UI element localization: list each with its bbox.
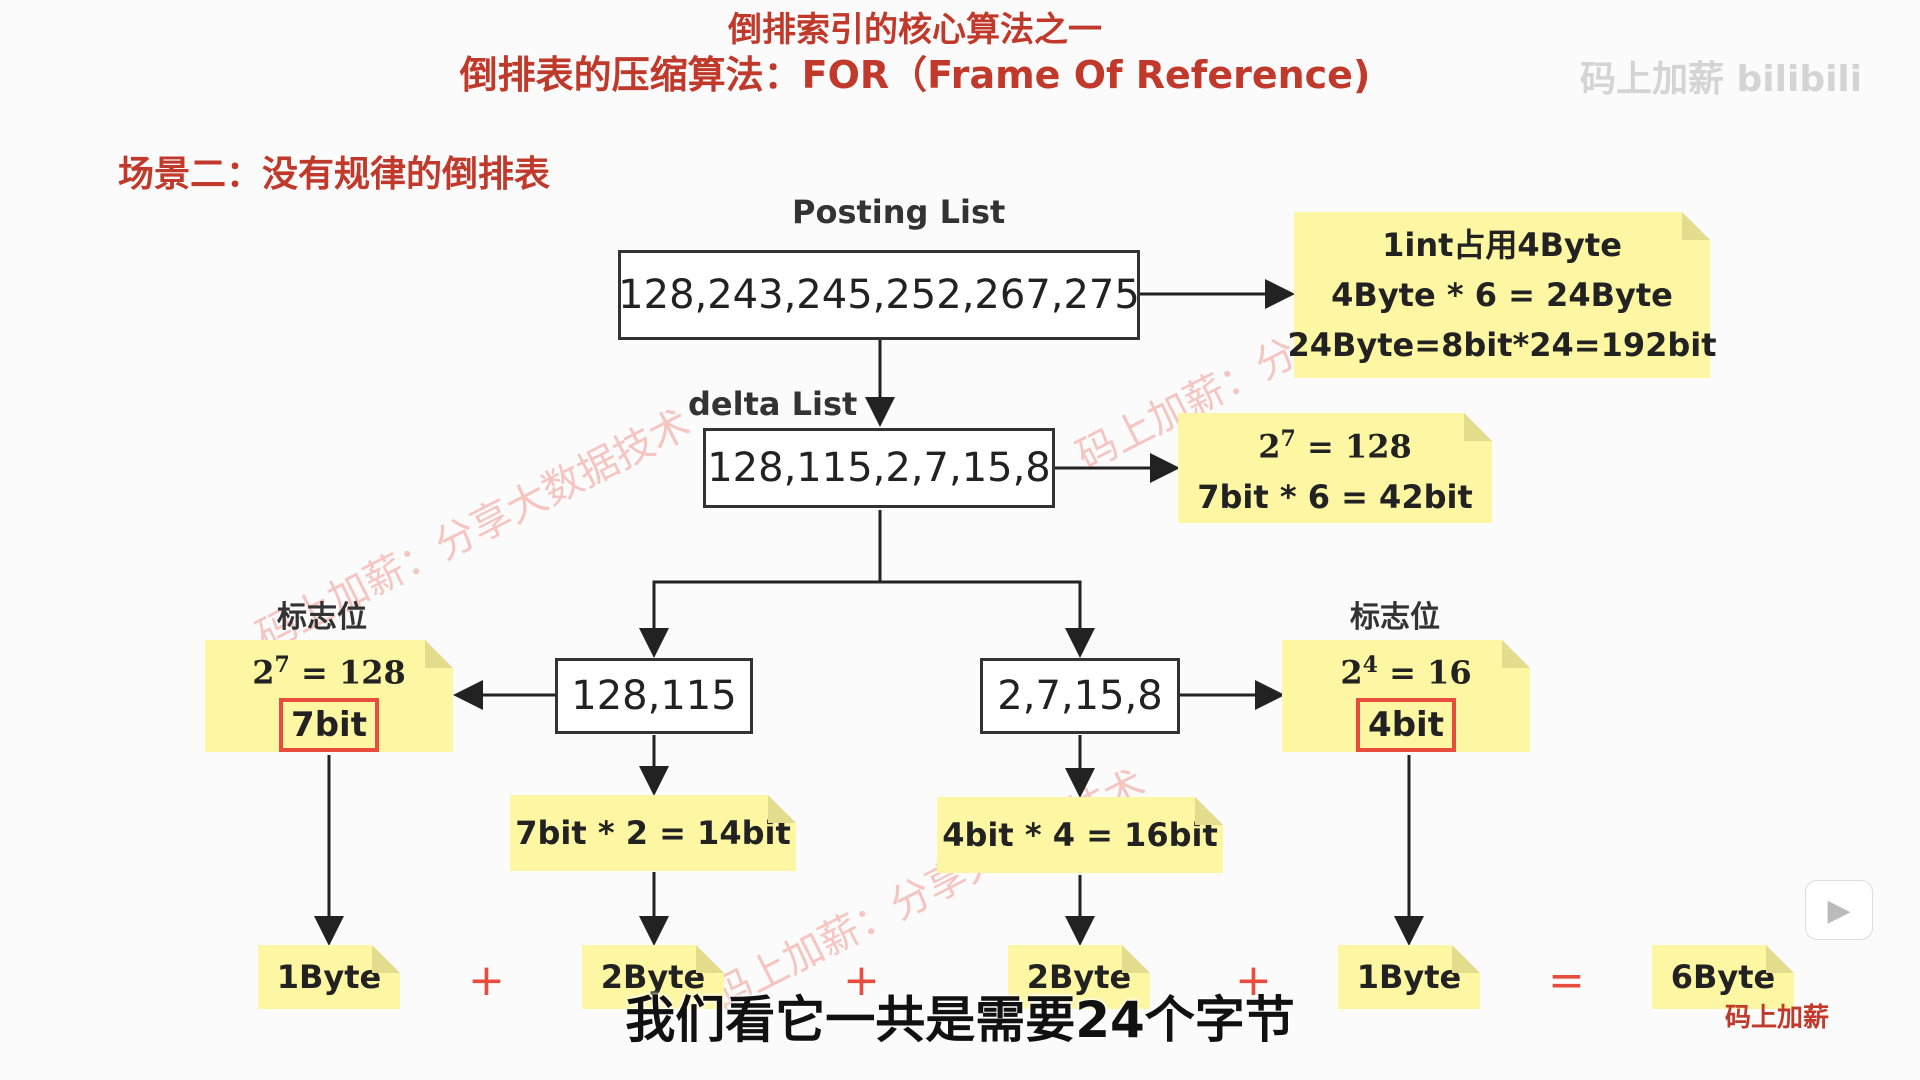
plus-2: + xyxy=(843,955,880,1006)
delta-note-math: 27 = 128 xyxy=(1258,426,1412,466)
left-flag-math: 27 = 128 xyxy=(252,652,406,692)
byte-box-4-text: 1Byte xyxy=(1356,958,1462,996)
byte-box-1: 1Byte xyxy=(258,945,400,1009)
total-box: 6Byte xyxy=(1652,945,1794,1009)
left-flag-label: 标志位 xyxy=(277,600,367,635)
byte-box-2: 2Byte xyxy=(582,945,724,1009)
left-flag-bit: 7bit xyxy=(279,697,379,752)
right-branch-box: 2,7,15,8 xyxy=(980,658,1180,734)
byte-box-2-text: 2Byte xyxy=(600,958,706,996)
byte-box-3-text: 2Byte xyxy=(1026,958,1132,996)
corner-watermark: 码上加薪 xyxy=(1725,1003,1830,1033)
left-branch-box: 128,115 xyxy=(555,658,753,734)
equals-sign: = xyxy=(1548,955,1585,1006)
left-calc-note: 7bit * 2 = 14bit xyxy=(510,795,796,871)
right-calc-note: 4bit * 4 = 16bit xyxy=(937,797,1223,873)
scene-heading: 场景二：没有规律的倒排表 xyxy=(118,154,551,195)
byte-box-4: 1Byte xyxy=(1338,945,1480,1009)
plus-3: + xyxy=(1235,955,1272,1006)
byte-box-3: 2Byte xyxy=(1008,945,1150,1009)
delta-note: 27 = 128 7bit * 6 = 42bit xyxy=(1178,413,1492,523)
right-flag-note: 24 = 16 4bit xyxy=(1282,640,1530,752)
info-note-line1: 1int占用4Byte xyxy=(1382,226,1622,264)
arrow-delta-to-left xyxy=(639,510,882,658)
right-flag-math: 24 = 16 xyxy=(1340,652,1472,692)
video-subtitle: 我们看它一共是需要24个字节 xyxy=(625,991,1295,1049)
title-line2: 倒排表的压缩算法：FOR（Frame Of Reference) xyxy=(459,53,1371,97)
play-icon: ▶ xyxy=(1827,892,1851,928)
title-line1: 倒排索引的核心算法之一 xyxy=(728,10,1102,50)
posting-list-label: Posting List xyxy=(792,193,1006,231)
left-flag-note: 27 = 128 7bit xyxy=(205,640,453,752)
delta-list-box: 128,115,2,7,15,8 xyxy=(703,428,1055,508)
delta-note-line2: 7bit * 6 = 42bit xyxy=(1197,477,1473,516)
right-flag-label: 标志位 xyxy=(1350,600,1440,635)
total-box-text: 6Byte xyxy=(1670,958,1776,996)
byte-box-1-text: 1Byte xyxy=(276,958,382,996)
info-note-line3: 24Byte=8bit*24=192bit xyxy=(1287,326,1717,364)
info-note: 1int占用4Byte 4Byte * 6 = 24Byte 24Byte=8b… xyxy=(1287,212,1717,378)
plus-1: + xyxy=(468,955,505,1006)
arrow-delta-to-right xyxy=(880,580,1095,658)
right-flag-bit: 4bit xyxy=(1356,697,1456,752)
play-button[interactable]: ▶ xyxy=(1805,880,1873,940)
right-calc-text: 4bit * 4 = 16bit xyxy=(942,816,1218,854)
channel-logo: 码上加薪 bilibili xyxy=(1580,59,1863,100)
left-calc-text: 7bit * 2 = 14bit xyxy=(515,814,791,852)
posting-list-box: 128,243,245,252,267,275 xyxy=(618,250,1140,340)
info-note-line2: 4Byte * 6 = 24Byte xyxy=(1331,276,1673,314)
delta-list-label: delta List xyxy=(688,385,858,423)
